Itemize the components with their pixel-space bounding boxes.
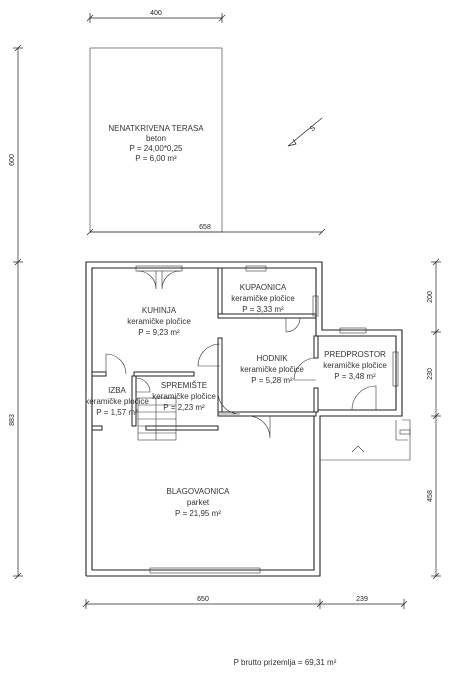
dim-top: 400: [150, 10, 162, 17]
dim-terrace-width: 658: [199, 224, 211, 231]
terrace-outline: [89, 47, 223, 233]
terrace-name: NENATKRIVENA TERASA: [108, 124, 204, 133]
dim-bottom-b: 239: [356, 596, 368, 603]
dimension-lines: 400 600 883 658 200 230 458: [9, 10, 441, 609]
kupaonica-area: P = 3,33 m²: [242, 305, 284, 314]
spremiste-area: P = 2,23 m²: [163, 403, 205, 412]
kuhinja-material: keramičke pločice: [127, 317, 191, 326]
predprostor-name: PREDPROSTOR: [324, 350, 386, 359]
exterior-walls: [85, 261, 411, 577]
kuhinja-name: KUHINJA: [142, 306, 177, 315]
izba-material: keramičke pločice: [85, 397, 149, 406]
terrace-area: P = 6,00 m²: [135, 154, 177, 163]
openings: [105, 265, 411, 574]
hodnik-area: P = 5,28 m²: [251, 376, 293, 385]
room-izba: IZBA keramičke pločice P = 1,57 m²: [85, 386, 149, 417]
room-terrace: NENATKRIVENA TERASA beton P = 24,00*0,25…: [108, 124, 204, 163]
izba-area: P = 1,57 m²: [96, 408, 138, 417]
north-arrow-icon: S: [287, 117, 323, 147]
room-predprostor: PREDPROSTOR keramičke pločice P = 3,48 m…: [323, 350, 387, 381]
hodnik-name: HODNIK: [256, 354, 288, 363]
dim-bottom-a: 650: [197, 596, 209, 603]
kupaonica-name: KUPAONICA: [240, 283, 287, 292]
dim-right-c: 458: [427, 490, 434, 502]
stairs: [137, 397, 177, 441]
terrace-area-calc: P = 24,00*0,25: [129, 144, 183, 153]
blagovaonica-area: P = 21,95 m²: [175, 509, 221, 518]
room-hodnik: HODNIK keramičke pločice P = 5,28 m²: [240, 354, 304, 385]
dim-right-b: 230: [427, 368, 434, 380]
room-kupaonica: KUPAONICA keramičke pločice P = 3,33 m²: [231, 283, 295, 314]
kuhinja-area: P = 9,23 m²: [138, 328, 180, 337]
blagovaonica-material: parket: [187, 498, 210, 507]
dim-left-lower: 883: [9, 414, 16, 426]
izba-name: IZBA: [108, 386, 126, 395]
room-spremiste: SPREMIŠTE keramičke pločice P = 2,23 m²: [152, 381, 216, 412]
hodnik-material: keramičke pločice: [240, 365, 304, 374]
blagovaonica-name: BLAGOVAONICA: [167, 487, 231, 496]
predprostor-material: keramičke pločice: [323, 361, 387, 370]
spremiste-name: SPREMIŠTE: [161, 381, 207, 390]
room-blagovaonica: BLAGOVAONICA parket P = 21,95 m²: [167, 487, 231, 518]
predprostor-area: P = 3,48 m²: [334, 372, 376, 381]
spremiste-material: keramičke pločice: [152, 392, 216, 401]
room-kuhinja: KUHINJA keramičke pločice P = 9,23 m²: [127, 306, 191, 337]
north-label: S: [309, 124, 317, 133]
dim-right-a: 200: [427, 291, 434, 303]
total-area: P brutto prizemlja = 69,31 m²: [234, 658, 337, 667]
kupaonica-material: keramičke pločice: [231, 294, 295, 303]
dim-left-upper: 600: [9, 154, 16, 166]
terrace-material: beton: [146, 134, 166, 143]
